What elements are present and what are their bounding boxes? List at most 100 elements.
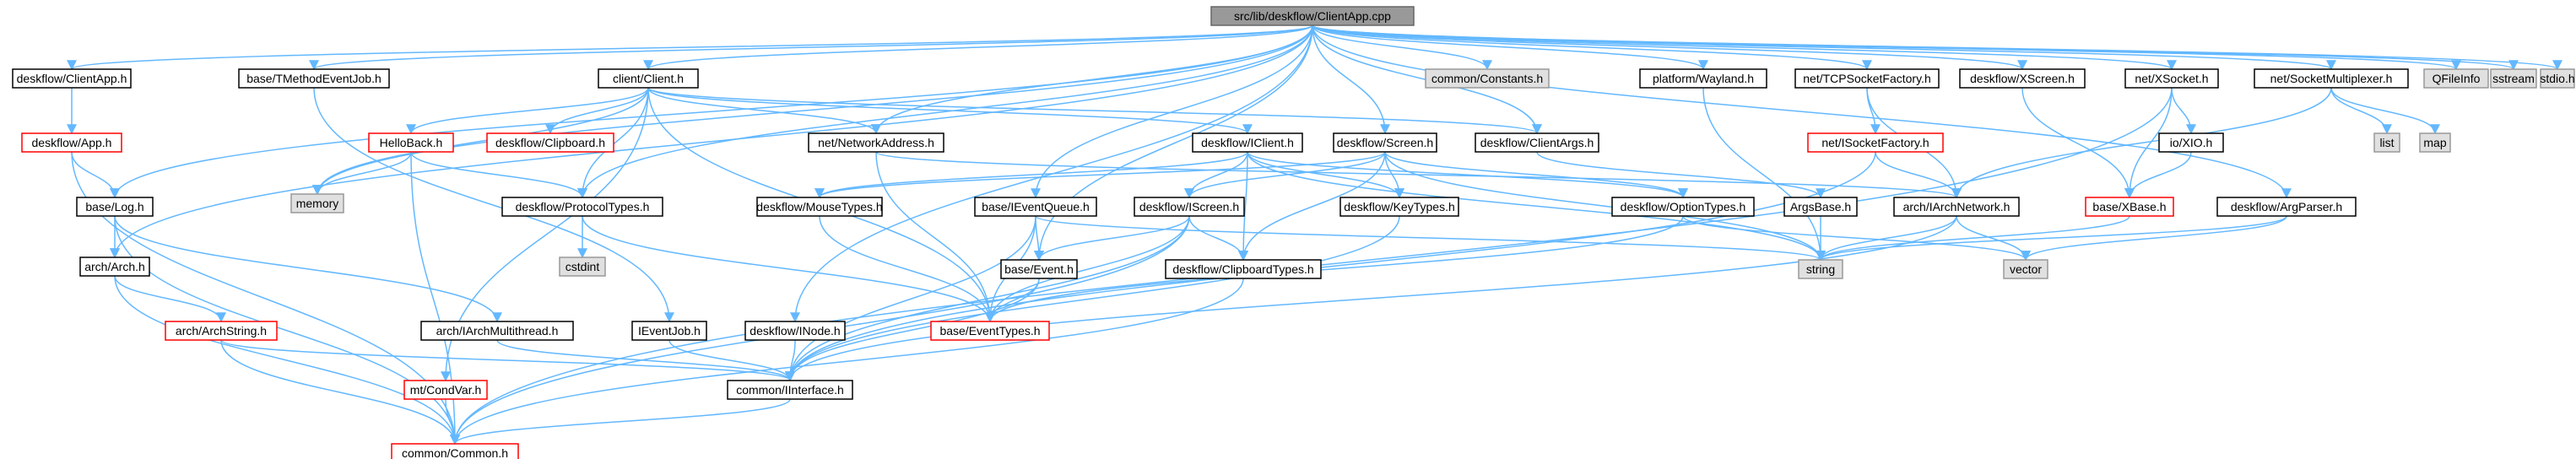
node-label: QFileInfo xyxy=(2433,72,2481,85)
edge-mousetypes-to-eventtypes xyxy=(819,215,995,323)
node-box xyxy=(1893,197,2020,217)
include-edge xyxy=(785,215,1957,382)
node-protocoltypes[interactable]: deskflow/ProtocolTypes.h xyxy=(501,197,663,217)
node-eventtypes[interactable]: base/EventTypes.h xyxy=(930,321,1050,341)
node-tmethod[interactable]: base/TMethodEventJob.h xyxy=(238,68,390,89)
node-isocketfactory[interactable]: net/ISocketFactory.h xyxy=(1807,132,1944,153)
edge-multiplexer-to-list xyxy=(2330,87,2392,135)
node-label: src/lib/deskflow/ClientApp.cpp xyxy=(1234,9,1391,23)
include-edge xyxy=(875,151,995,323)
node-label: deskflow/ClientApp.h xyxy=(17,72,127,85)
include-edge xyxy=(785,215,1400,382)
node-optiontypes[interactable]: deskflow/OptionTypes.h xyxy=(1611,197,1755,217)
edge-xsocket-to-ixio xyxy=(2171,87,2196,135)
include-edge xyxy=(985,215,1190,323)
node-label: arch/Arch.h xyxy=(84,260,145,273)
node-qfileinfo[interactable]: QFileInfo xyxy=(2423,68,2489,89)
node-constants[interactable]: common/Constants.h xyxy=(1425,68,1550,89)
node-app-h[interactable]: deskflow/App.h xyxy=(21,132,122,153)
node-ieventjob[interactable]: IEventJob.h xyxy=(631,321,707,341)
node-xsocket[interactable]: net/XSocket.h xyxy=(2124,68,2219,89)
node-clientapp-h[interactable]: deskflow/ClientApp.h xyxy=(12,68,132,89)
node-box xyxy=(391,443,519,459)
include-edge xyxy=(114,215,502,323)
node-box xyxy=(1639,68,1767,89)
edge-helloback-to-common_h xyxy=(410,151,460,446)
node-ixio[interactable]: io/XIO.h xyxy=(2158,132,2224,153)
edge-root-to-clientargs xyxy=(1312,24,1542,135)
node-box xyxy=(1959,68,2086,89)
node-box xyxy=(631,321,707,341)
edge-root-to-clientapp_h xyxy=(67,24,1313,71)
edge-root-to-tcpfactory xyxy=(1312,24,1872,71)
edge-client_h-to-clientargs xyxy=(647,87,1542,135)
node-box xyxy=(808,132,944,153)
node-memory[interactable]: memory xyxy=(290,193,344,213)
node-box xyxy=(1165,259,1322,279)
node-label: client/Client.h xyxy=(613,72,684,85)
node-tcpfactory[interactable]: net/TCPSocketFactory.h xyxy=(1794,68,1940,89)
node-box xyxy=(1210,6,1415,26)
include-edge xyxy=(450,398,791,446)
node-argparser[interactable]: deskflow/ArgParser.h xyxy=(2216,197,2357,217)
node-label: deskflow/IScreen.h xyxy=(1139,200,1239,213)
edge-iscreen-to-clipboardtypes xyxy=(1188,215,1248,262)
include-edge xyxy=(871,24,1313,135)
include-edge xyxy=(1384,151,1688,199)
include-edge xyxy=(1034,24,1313,262)
node-xbase[interactable]: base/XBase.h xyxy=(2085,197,2174,217)
node-clientargs[interactable]: deskflow/ClientArgs.h xyxy=(1475,132,1599,153)
edge-iscreen-to-event_h xyxy=(1034,215,1190,262)
node-string[interactable]: string xyxy=(1798,259,1843,279)
node-xscreen[interactable]: deskflow/XScreen.h xyxy=(1959,68,2086,89)
node-netaddress[interactable]: net/NetworkAddress.h xyxy=(808,132,944,153)
node-arch-h[interactable]: arch/Arch.h xyxy=(79,256,150,277)
node-iinterface[interactable]: common/IInterface.h xyxy=(727,380,853,400)
node-inode[interactable]: deskflow/INode.h xyxy=(744,321,846,341)
node-mousetypes[interactable]: deskflow/MouseTypes.h xyxy=(756,197,883,217)
node-client-h[interactable]: client/Client.h xyxy=(598,68,699,89)
node-iclient[interactable]: deskflow/IClient.h xyxy=(1192,132,1303,153)
edge-client_h-to-netaddress xyxy=(647,87,881,135)
edge-client_h-to-protocoltypes xyxy=(577,87,649,199)
node-clipboardtypes[interactable]: deskflow/ClipboardTypes.h xyxy=(1165,259,1322,279)
node-common-h[interactable]: common/Common.h xyxy=(391,443,519,459)
edge-iclient-to-mousetypes xyxy=(814,151,1248,199)
node-condvar[interactable]: mt/CondVar.h xyxy=(403,380,488,400)
node-iarchnetwork[interactable]: arch/IArchNetwork.h xyxy=(1893,197,2020,217)
node-label: deskflow/ArgParser.h xyxy=(2231,200,2342,213)
node-box xyxy=(79,256,150,277)
node-stdio[interactable]: stdio.h xyxy=(2540,68,2575,89)
node-ieventqueue[interactable]: base/IEventQueue.h xyxy=(974,197,1097,217)
node-label: deskflow/ClientArgs.h xyxy=(1480,136,1594,149)
node-label: memory xyxy=(296,197,339,210)
include-edge xyxy=(2021,215,2287,262)
node-keytypes[interactable]: deskflow/KeyTypes.h xyxy=(1339,197,1459,217)
include-edge xyxy=(1384,151,1404,199)
edge-root-to-event_h xyxy=(1034,24,1313,262)
node-log-h[interactable]: base/Log.h xyxy=(76,197,154,217)
edge-clipboardtypes-to-common_h xyxy=(450,278,1244,446)
node-screen-h[interactable]: deskflow/Screen.h xyxy=(1333,132,1437,153)
node-box xyxy=(1425,68,1550,89)
node-multiplexer[interactable]: net/SocketMultiplexer.h xyxy=(2254,68,2409,89)
node-label: deskflow/XScreen.h xyxy=(1970,72,2075,85)
node-event-h[interactable]: base/Event.h xyxy=(1000,259,1078,279)
include-edge xyxy=(1951,87,2332,199)
node-helloback[interactable]: HelloBack.h xyxy=(368,132,454,153)
node-label: base/Event.h xyxy=(1004,262,1074,276)
node-clipboard-h[interactable]: deskflow/Clipboard.h xyxy=(486,132,614,153)
node-map[interactable]: map xyxy=(2419,132,2451,153)
node-archstring[interactable]: arch/ArchString.h xyxy=(165,321,278,341)
node-sstream[interactable]: sstream xyxy=(2490,68,2537,89)
node-wayland[interactable]: platform/Wayland.h xyxy=(1639,68,1767,89)
include-edge xyxy=(1035,215,1826,262)
node-box xyxy=(1192,132,1303,153)
node-iarchmultithread[interactable]: arch/IArchMultithread.h xyxy=(420,321,574,341)
node-iscreen[interactable]: deskflow/IScreen.h xyxy=(1134,197,1245,217)
node-vector[interactable]: vector xyxy=(2003,259,2048,279)
node-list[interactable]: list xyxy=(2373,132,2400,153)
node-argsbase[interactable]: ArgsBase.h xyxy=(1783,197,1858,217)
node-cstdint[interactable]: cstdint xyxy=(559,256,606,277)
